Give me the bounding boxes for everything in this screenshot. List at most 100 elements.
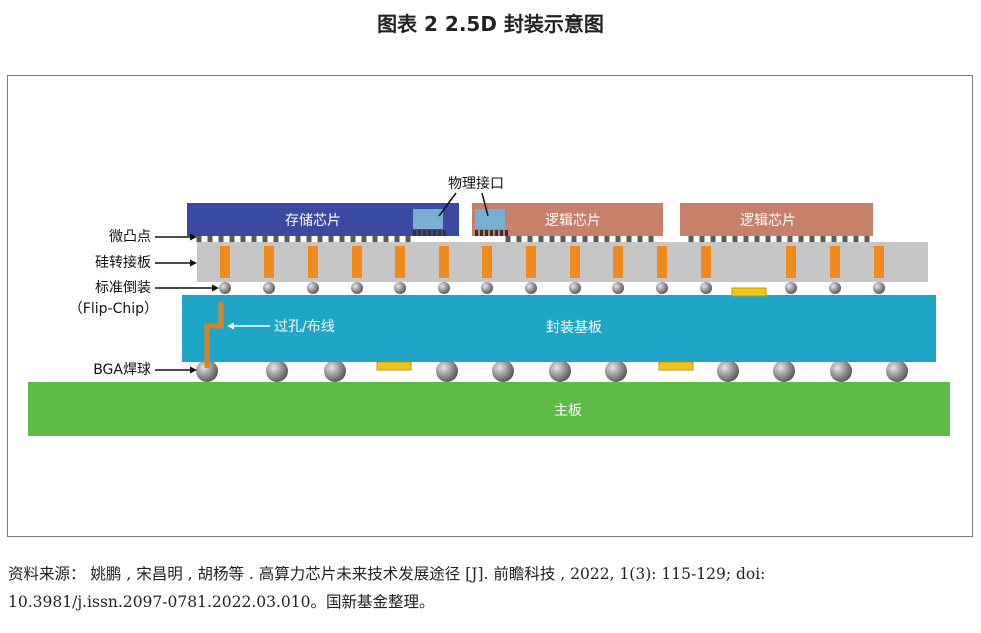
logic-chip-1-label: 逻辑芯片 [545, 213, 601, 229]
silicon-interposer [197, 242, 928, 282]
via-trace [204, 302, 224, 368]
flip-chip-bump [829, 282, 841, 294]
flip-chip-bump [569, 282, 581, 294]
tsv [264, 246, 274, 278]
bga-solder-ball [196, 360, 218, 382]
tsv [220, 246, 230, 278]
bga-solder-ball [773, 360, 795, 382]
micro-bump [721, 236, 727, 242]
phy-bump [438, 230, 441, 236]
micro-bump [251, 236, 257, 242]
phy-bump [505, 230, 508, 236]
passive-component [731, 287, 767, 297]
micro-bump [229, 236, 235, 242]
micro-bump [688, 236, 694, 242]
micro-bump [538, 236, 544, 242]
memory-phy-bump-row [413, 230, 446, 236]
micro-bump-row [196, 236, 870, 242]
flip-chip-bump [525, 282, 537, 294]
source-line-2: 10.3981/j.issn.2097-0781.2022.03.010。国新基… [8, 593, 435, 611]
diagram-frame: 主板 封装基板 存储芯片 逻辑芯片 逻辑芯片 物理接口 [7, 75, 973, 537]
bga-solder-ball [549, 360, 571, 382]
via-trace-arrowhead [227, 322, 234, 330]
package-substrate [182, 295, 936, 362]
package-diagram: 主板 封装基板 存储芯片 逻辑芯片 逻辑芯片 物理接口 [28, 175, 950, 436]
micro-bump [820, 236, 826, 242]
micro-bump [776, 236, 782, 242]
bga-solder-ball [830, 360, 852, 382]
phy-bump [418, 230, 421, 236]
micro-bump [372, 236, 378, 242]
package-substrate-label: 封装基板 [546, 319, 602, 336]
flip-chip-bump [785, 282, 797, 294]
micro-bump [306, 236, 312, 242]
micro-bump [361, 236, 367, 242]
tsv [526, 246, 536, 278]
tsv [830, 246, 840, 278]
physical-interface-pointer [438, 192, 457, 217]
tsv [439, 246, 449, 278]
tsv [657, 246, 667, 278]
micro-bump [505, 236, 511, 242]
flip-chip-bump [700, 282, 712, 294]
source-line-1: 资料来源： 姚鹏 , 宋昌明 , 胡杨等 . 高算力芯片未来技术发展途径 [J]… [8, 565, 766, 583]
bga-solder-ball [717, 360, 739, 382]
tsv-row [220, 246, 884, 278]
micro-bump [218, 236, 224, 242]
logic-phy-bump-row [475, 230, 508, 236]
bga-solder-ball [886, 360, 908, 382]
micro-bump [754, 236, 760, 242]
micro-bump [196, 236, 202, 242]
micro-bump [295, 236, 301, 242]
micro-bump [284, 236, 290, 242]
tsv [613, 246, 623, 278]
phy-bump [428, 230, 431, 236]
bga-solder-ball [266, 360, 288, 382]
micro-bump [262, 236, 268, 242]
micro-bump [560, 236, 566, 242]
flip-chip-label-en: （Flip-Chip） [69, 301, 158, 317]
logic-phy [475, 209, 505, 229]
flip-chip-bump [351, 282, 363, 294]
tsv [482, 246, 492, 278]
micro-bump [842, 236, 848, 242]
flip-chip-bump [307, 282, 319, 294]
micro-bump [383, 236, 389, 242]
flip-chip-bump [612, 282, 624, 294]
micro-bump [853, 236, 859, 242]
flip-chip-bump [394, 282, 406, 294]
passive-component [658, 361, 694, 371]
flip-chip-bump-row [219, 282, 885, 294]
micro-bump [831, 236, 837, 242]
micro-bump [626, 236, 632, 242]
tsv [701, 246, 711, 278]
figure-title: 图表 2 2.5D 封装示意图 [377, 12, 604, 36]
physical-interface-label: 物理接口 [448, 175, 504, 192]
phy-bump [433, 230, 436, 236]
tsv [786, 246, 796, 278]
bga-solder-ball [605, 360, 627, 382]
micro-bump [710, 236, 716, 242]
micro-bump-arrowhead [190, 233, 197, 241]
tsv [570, 246, 580, 278]
phy-bump [480, 230, 483, 236]
mainboard-label: 主板 [554, 403, 582, 419]
flip-chip-bump [438, 282, 450, 294]
mainboard [28, 382, 950, 436]
micro-bump [604, 236, 610, 242]
physical-interface-pointer [481, 192, 489, 217]
via-trace-label: 过孔/布线 [274, 319, 335, 335]
micro-bump [240, 236, 246, 242]
micro-bump [571, 236, 577, 242]
micro-bump [394, 236, 400, 242]
flip-chip-bump [656, 282, 668, 294]
phy-bump [423, 230, 426, 236]
source-note: 资料来源： 姚鹏 , 宋昌明 , 胡杨等 . 高算力芯片未来技术发展途径 [J]… [8, 560, 976, 616]
passive-component [376, 361, 412, 371]
bga-solder-ball [324, 360, 346, 382]
micro-bump [317, 236, 323, 242]
micro-bump [273, 236, 279, 242]
memory-chip-label: 存储芯片 [285, 213, 341, 229]
tsv [874, 246, 884, 278]
micro-bump [637, 236, 643, 242]
